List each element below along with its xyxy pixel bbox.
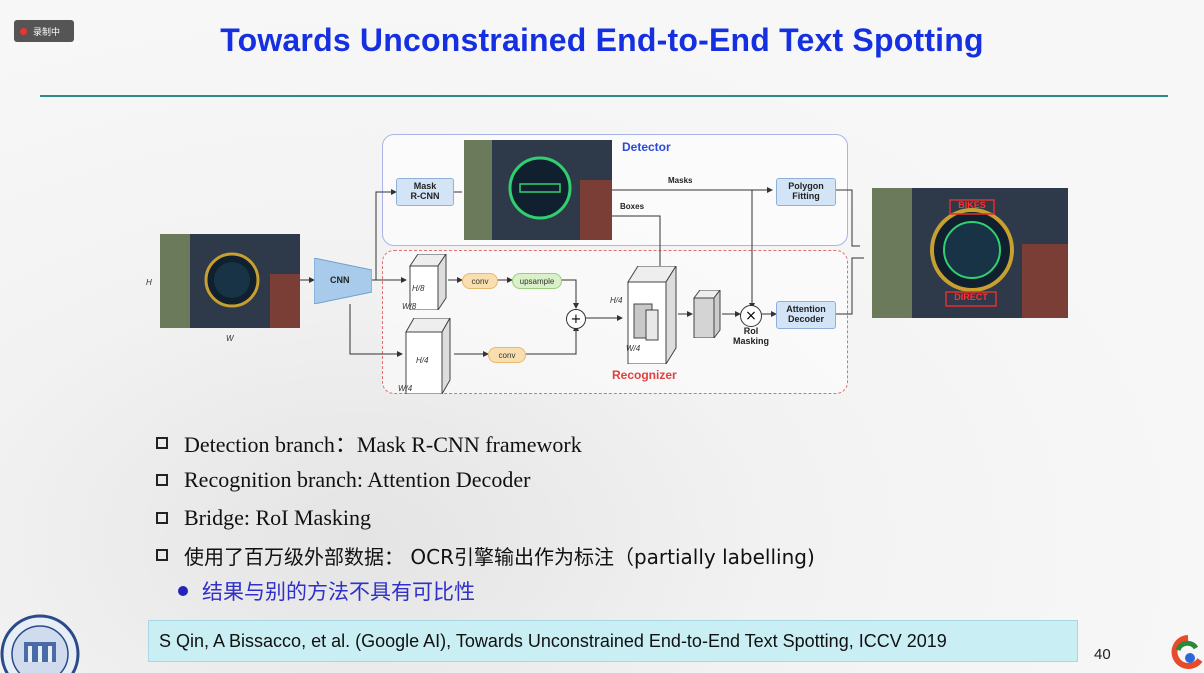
citation-text: S Qin, A Bissacco, et al. (Google AI), T…: [159, 630, 947, 651]
roi-masking-label: RoI Masking: [732, 326, 769, 346]
cnn-label: CNN: [330, 275, 350, 285]
bullet-text: Bridge: RoI Masking: [184, 504, 371, 530]
sub-list-item: 结果与别的方法不具有可比性: [156, 574, 815, 608]
polygon-fitting-node: Polygon Fitting: [776, 178, 836, 206]
list-item: 使用了百万级外部数据： OCR引擎输出作为标注（partially labell…: [156, 537, 815, 575]
feature-map-h4-bottom: [405, 318, 451, 394]
square-bullet-icon: [156, 474, 168, 487]
detector-label: Detector: [622, 140, 671, 154]
bullet-text: Recognition branch: Attention Decoder: [184, 467, 531, 493]
recording-badge[interactable]: 录制中: [14, 20, 74, 42]
university-logo: [0, 614, 80, 673]
roi-masking-operator: ×: [740, 305, 762, 327]
input-w-label: W: [226, 334, 234, 343]
recording-label: 录制中: [33, 27, 61, 38]
input-h-label: H: [146, 278, 152, 287]
citation-box: S Qin, A Bissacco, et al. (Google AI), T…: [148, 620, 1078, 662]
recognizer-region: [382, 250, 848, 394]
input-image: [160, 234, 300, 328]
recognizer-label: Recognizer: [612, 368, 677, 382]
list-item: Recognition branch: Attention Decoder: [156, 462, 815, 500]
feature-map-h8: [409, 254, 447, 310]
bullet-text: Detection branch：Mask R-CNN framework: [184, 431, 582, 457]
masks-label: Masks: [668, 176, 693, 185]
architecture-diagram: Detector Recognizer: [140, 128, 1080, 403]
output-label-bikes: BIKES: [958, 200, 986, 210]
w4-top-label: W/4: [626, 344, 641, 353]
attention-decoder-node: Attention Decoder: [776, 301, 836, 329]
conv-top-pill: conv: [462, 273, 498, 289]
slide-title: Towards Unconstrained End-to-End Text Sp…: [220, 22, 984, 58]
page-number: 40: [1094, 646, 1111, 663]
bullet-list: Detection branch：Mask R-CNN framework Re…: [156, 424, 815, 608]
h4-top-label: H/4: [610, 296, 623, 305]
round-bullet-icon: [178, 586, 188, 596]
list-item: Detection branch：Mask R-CNN framework: [156, 424, 815, 462]
output-image: BIKES DIRECT: [872, 188, 1068, 318]
square-bullet-icon: [156, 436, 168, 449]
upsample-pill: upsample: [512, 273, 562, 289]
h8-label: H/8: [412, 284, 425, 293]
cnn-block: [314, 258, 372, 304]
feature-map-h4-merged: [627, 266, 677, 364]
brand-logo: [1171, 635, 1203, 669]
w4-bottom-label: W/4: [398, 384, 413, 393]
w8-label: W/8: [402, 302, 417, 311]
detection-image: [464, 140, 612, 240]
bullet-text: 使用了百万级外部数据： OCR引擎输出作为标注（partially labell…: [184, 544, 815, 569]
h4-bottom-label: H/4: [416, 356, 429, 365]
square-bullet-icon: [156, 549, 168, 562]
square-bullet-icon: [156, 511, 168, 524]
diagram-connectors: [300, 187, 864, 357]
roi-feature: [693, 290, 721, 338]
record-icon: [20, 27, 27, 35]
conv-bottom-pill: conv: [488, 347, 526, 363]
title-divider: [40, 95, 1168, 97]
sub-bullet-text: 结果与别的方法不具有可比性: [202, 580, 475, 604]
mask-rcnn-node: Mask R-CNN: [396, 178, 454, 206]
list-item: Bridge: RoI Masking: [156, 499, 815, 537]
output-label-direct: DIRECT: [954, 292, 988, 302]
boxes-label: Boxes: [620, 202, 645, 211]
sum-operator: +: [566, 309, 586, 329]
